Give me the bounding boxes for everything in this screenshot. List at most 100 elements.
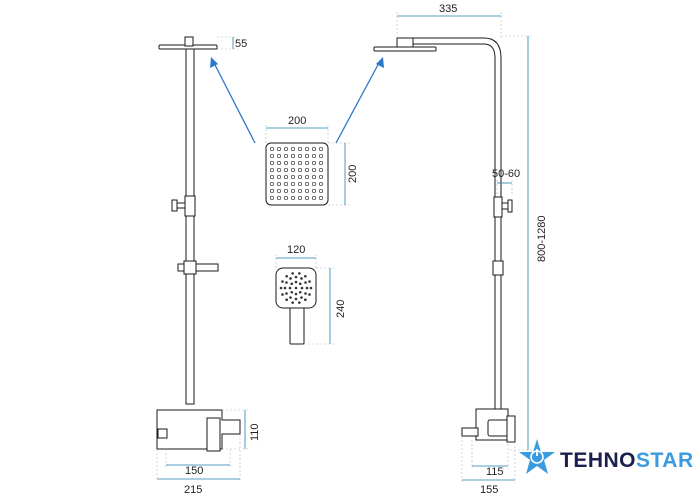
- rain-head-nozzle: [269, 153, 275, 159]
- hand-shower-nozzle: [289, 296, 292, 299]
- rain-head-nozzle: [269, 174, 275, 180]
- left-diverter-block: [184, 195, 196, 217]
- head-width-label: 200: [288, 115, 306, 127]
- left-mixer-width-label: 150: [185, 465, 203, 477]
- rain-head-nozzle: [269, 146, 275, 152]
- hand-shower-nozzle: [288, 286, 292, 290]
- hand-shower-nozzle: [294, 280, 298, 284]
- logo-brand-part1: TEHNO: [560, 449, 636, 472]
- hand-shower-nozzle: [294, 297, 298, 301]
- svg-text:TEHNOSTAR: TEHNOSTAR: [560, 449, 694, 472]
- rain-head-nozzle: [297, 174, 303, 180]
- rain-head-nozzle: [290, 153, 296, 159]
- rain-head-nozzle: [276, 195, 282, 201]
- right-mixer-wallplate: [506, 415, 516, 443]
- total-height-label: 800-1280: [536, 216, 548, 263]
- right-base-width-label: 155: [480, 484, 498, 496]
- rain-head-nozzle: [297, 195, 303, 201]
- rain-head-nozzle: [304, 195, 310, 201]
- hand-shower-nozzle: [294, 275, 298, 279]
- rain-head-nozzle: [276, 188, 282, 194]
- tehnostar-logo: TEHNOSTAR: [519, 439, 694, 474]
- rain-head-nozzle: [297, 181, 303, 187]
- hand-shower-nozzle: [309, 286, 313, 290]
- connection-arrows: [210, 57, 384, 144]
- rain-head-nozzle: [304, 153, 310, 159]
- hand-shower-nozzle: [285, 274, 288, 278]
- hand-height-label: 240: [335, 300, 347, 318]
- rain-head-nozzle: [283, 195, 289, 201]
- hand-shower-nozzle: [298, 301, 301, 304]
- rain-head-nozzle: [304, 188, 310, 194]
- rain-head-nozzle: [318, 153, 324, 159]
- hand-shower-nozzle: [285, 292, 288, 295]
- hand-shower-nozzles: [279, 272, 313, 304]
- hand-shower-nozzle: [294, 292, 298, 296]
- rain-head-nozzle: [311, 146, 317, 152]
- rain-head-nozzle: [304, 167, 310, 173]
- hand-shower-nozzle: [298, 282, 302, 286]
- rain-head-nozzle: [283, 146, 289, 152]
- rain-head-nozzle: [311, 188, 317, 194]
- rain-head-nozzle: [318, 174, 324, 180]
- hand-shower-nozzle: [285, 281, 288, 284]
- hand-shower-handle: [289, 307, 305, 345]
- left-shower-front-view: 55 110 150 215: [156, 36, 261, 496]
- hand-shower-detail: 120 240: [275, 244, 347, 345]
- arrow-to-right-head: [335, 60, 381, 144]
- arrow-head-left: [210, 57, 218, 68]
- rain-head-nozzle: [283, 174, 289, 180]
- rain-head-nozzle: [318, 188, 324, 194]
- arm-length-label: 335: [439, 3, 457, 15]
- right-shower-side-view: 335 50-60 800-1280 115 155: [373, 3, 548, 496]
- hand-width-label: 120: [287, 244, 305, 256]
- right-mixer-spout: [461, 427, 479, 437]
- rain-head-nozzle: [297, 160, 303, 166]
- head-height-label: 200: [347, 165, 359, 183]
- rain-head-nozzle: [290, 174, 296, 180]
- hand-shower-nozzle: [300, 277, 303, 280]
- hand-shower-nozzle: [279, 286, 283, 290]
- arrow-head-right: [376, 57, 384, 68]
- left-mixer-body: [156, 409, 241, 450]
- rain-head-nozzle: [304, 160, 310, 166]
- rain-head-nozzle: [297, 153, 303, 159]
- rain-head-nozzle: [290, 167, 296, 173]
- rain-head-nozzle: [311, 174, 317, 180]
- rain-head-nozzle: [297, 167, 303, 173]
- rain-head-nozzle: [269, 188, 275, 194]
- rain-head-nozzle: [290, 146, 296, 152]
- hand-shower-nozzle: [291, 272, 294, 275]
- right-mixer-width-label: 115: [486, 466, 504, 478]
- rain-head-nozzle: [269, 167, 275, 173]
- rain-head-nozzle: [290, 160, 296, 166]
- rain-head-nozzle: [276, 181, 282, 187]
- hand-shower-nozzle: [304, 281, 307, 284]
- rain-head-nozzle: [276, 153, 282, 159]
- left-pole: [185, 48, 195, 405]
- rain-head-nozzle: [283, 153, 289, 159]
- rain-head-nozzle: [276, 160, 282, 166]
- rain-head-nozzle: [297, 146, 303, 152]
- rain-head-nozzle: [311, 167, 317, 173]
- rain-head-nozzle: [311, 195, 317, 201]
- hand-shower-nozzle: [294, 286, 298, 290]
- rain-head-nozzle: [297, 188, 303, 194]
- hand-shower-nozzle: [304, 274, 307, 278]
- hand-shower-nozzle: [298, 290, 302, 294]
- rain-head-nozzle: [269, 160, 275, 166]
- rain-head-nozzle: [304, 146, 310, 152]
- rain-head-nozzle: [290, 195, 296, 201]
- logo-brand-part2: STAR: [636, 449, 694, 472]
- rain-head-nozzle: [311, 181, 317, 187]
- rain-head-nozzle: [290, 188, 296, 194]
- hand-shower-nozzle: [300, 286, 304, 290]
- hand-shower-nozzle: [283, 286, 287, 290]
- rain-head-nozzle: [311, 153, 317, 159]
- left-base-width-label: 215: [184, 484, 202, 496]
- hand-shower-nozzle: [304, 292, 307, 295]
- hand-shower-nozzle: [291, 301, 294, 304]
- rain-head-nozzle: [283, 160, 289, 166]
- rain-head-nozzle: [276, 146, 282, 152]
